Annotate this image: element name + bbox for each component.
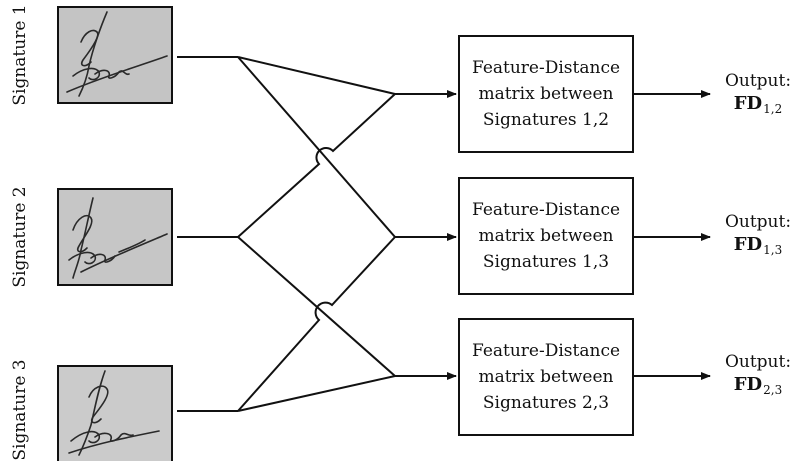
signature-1-label: Signature 1 bbox=[10, 4, 30, 106]
output-1-2: Output: FD1,2 bbox=[718, 70, 795, 121]
output-symbol: FD bbox=[733, 93, 763, 114]
output-subscript: 2,3 bbox=[763, 383, 783, 397]
signature-3-label: Signature 3 bbox=[10, 359, 30, 461]
wire-s1-to-fd13 bbox=[237, 56, 396, 238]
output-subscript: 1,3 bbox=[763, 243, 783, 257]
output-value: FD1,3 bbox=[718, 233, 795, 262]
fd-box-line-2: matrix between bbox=[478, 367, 614, 387]
wire-s2-to-fd12 bbox=[237, 93, 396, 238]
wire-s1-to-fd12 bbox=[237, 56, 396, 95]
signature-2-image bbox=[57, 188, 173, 286]
fd-box-line-3: Signatures 1,3 bbox=[482, 252, 610, 272]
fd-box-line-1: Feature-Distance bbox=[471, 58, 621, 78]
fd-box-line-3: Signatures 2,3 bbox=[482, 393, 610, 413]
feature-distance-box-1-2: Feature-Distance matrix between Signatur… bbox=[458, 35, 634, 153]
output-2-3: Output: FD2,3 bbox=[718, 351, 795, 402]
fd-box-line-3: Signatures 1,2 bbox=[482, 110, 610, 130]
wire-s3-to-fd23 bbox=[237, 375, 396, 412]
feature-distance-box-2-3: Feature-Distance matrix between Signatur… bbox=[458, 318, 634, 436]
signature-1-image bbox=[57, 6, 173, 104]
signature-3-image bbox=[57, 365, 173, 461]
output-1-3: Output: FD1,3 bbox=[718, 211, 795, 262]
output-label: Output: bbox=[724, 212, 792, 232]
feature-distance-box-1-3: Feature-Distance matrix between Signatur… bbox=[458, 177, 634, 295]
fd-box-line-2: matrix between bbox=[478, 84, 614, 104]
output-subscript: 1,2 bbox=[763, 102, 783, 116]
output-value: FD2,3 bbox=[718, 373, 795, 402]
signature-2-label: Signature 2 bbox=[10, 186, 30, 288]
output-label: Output: bbox=[724, 352, 792, 372]
output-value: FD1,2 bbox=[718, 92, 795, 121]
wire-s3-to-fd13 bbox=[237, 236, 396, 412]
output-symbol: FD bbox=[733, 374, 763, 395]
output-symbol: FD bbox=[733, 234, 763, 255]
fd-box-line-1: Feature-Distance bbox=[471, 200, 621, 220]
output-label: Output: bbox=[724, 71, 792, 91]
fd-box-line-1: Feature-Distance bbox=[471, 341, 621, 361]
fd-box-line-2: matrix between bbox=[478, 226, 614, 246]
